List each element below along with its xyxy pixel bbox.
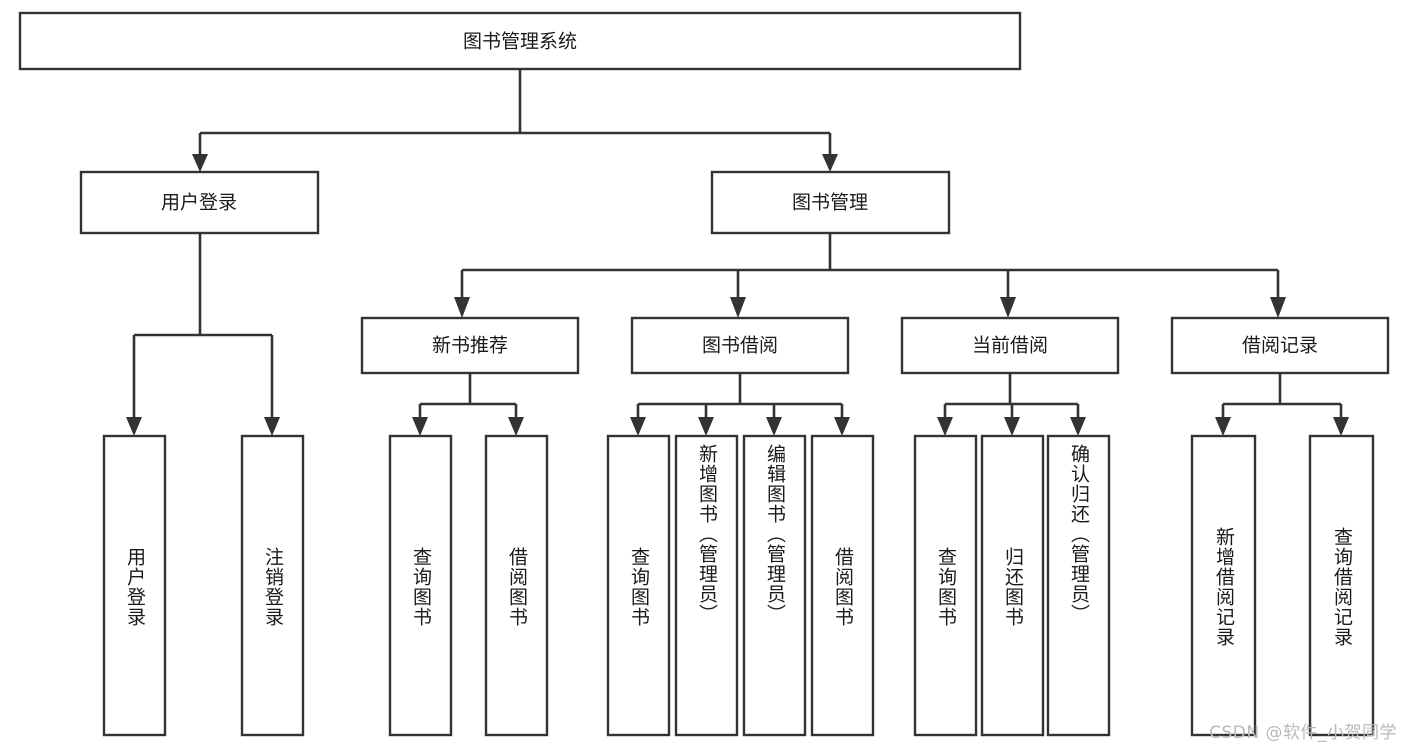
node-current-borrow[interactable]: [900, 316, 1120, 375]
node-new-book-recommend[interactable]: [360, 316, 580, 375]
nodes-group: 图书管理系统 用户登录 图书管理 新书推荐 图书借阅 当前借阅 借阅记录: [18, 11, 1390, 737]
arrow-nbr-l2: [508, 417, 524, 436]
node-leaf-new-book-0-label: 查询图书: [410, 547, 432, 627]
node-leaf-new-book-1-label: 借阅图书: [506, 547, 528, 627]
node-leaf-book-borrow-1-label: 新增图书（管理员）: [696, 444, 718, 624]
node-book-borrow-label: 图书借阅: [702, 335, 778, 357]
node-leaf-user-login-0[interactable]: [102, 434, 167, 737]
node-leaf-book-borrow-1[interactable]: [674, 434, 739, 737]
node-leaf-new-book-0[interactable]: [388, 434, 453, 737]
node-leaf-book-borrow-0[interactable]: [606, 434, 671, 737]
arrow-bm-c2: [730, 297, 746, 318]
leaf-label-fo-user-login-1: 注销登录: [262, 547, 284, 627]
arrow-login-l2: [264, 417, 280, 436]
node-current-borrow-label: 当前借阅: [972, 335, 1048, 357]
leaf-label-fo-borrow-record-0: 新增借阅记录: [1213, 527, 1235, 647]
node-borrow-record[interactable]: [1170, 316, 1390, 375]
node-leaf-user-login-0-label: 用户登录: [124, 547, 146, 627]
node-leaf-user-login-1-label: 注销登录: [262, 547, 284, 627]
node-leaf-book-borrow-3-label: 借阅图书: [832, 547, 854, 627]
arrow-nbr-l1: [412, 417, 428, 436]
node-borrow-record-label: 借阅记录: [1242, 335, 1318, 357]
node-leaf-borrow-record-0-label: 新增借阅记录: [1213, 527, 1235, 647]
arrow-bb-l4: [834, 417, 850, 436]
arrow-bm-c4: [1270, 297, 1286, 318]
arrow-br-l2: [1333, 417, 1349, 436]
leaf-label-fo-user-login-0: 用户登录: [124, 547, 146, 627]
node-root-system-label: 图书管理系统: [463, 31, 577, 53]
leaf-labels-group: 用户登录 注销登录 查询图书 借阅图书 查询图书: [124, 444, 1353, 647]
arrow-cb-l2: [1004, 417, 1020, 436]
arrow-bb-l2: [698, 417, 714, 436]
node-user-login[interactable]: [79, 170, 320, 235]
leaf-label-fo-book-borrow-0: 查询图书: [628, 547, 650, 627]
arrow-bb-l1: [630, 417, 646, 436]
arrow-bm-c1: [454, 297, 470, 318]
node-leaf-borrow-record-1-label: 查询借阅记录: [1331, 527, 1353, 647]
arrow-login-l1: [126, 417, 142, 436]
node-leaf-current-borrow-0-label: 查询图书: [935, 547, 957, 627]
leaf-label-fo-current-borrow-1: 归还图书: [1002, 547, 1024, 627]
arrow-bb-l3: [766, 417, 782, 436]
arrow-bm-c3: [1000, 297, 1016, 318]
node-leaf-borrow-record-0[interactable]: [1190, 434, 1257, 737]
node-user-login-label: 用户登录: [161, 192, 237, 214]
arrow-cb-l3: [1070, 417, 1086, 436]
node-leaf-current-borrow-2-label: 确认归还（管理员）: [1068, 444, 1090, 624]
node-leaf-current-borrow-0[interactable]: [913, 434, 978, 737]
arrow-br-l1: [1215, 417, 1231, 436]
leaf-label-fo-book-borrow-1: 新增图书（管理员）: [696, 444, 718, 624]
node-leaf-new-book-1[interactable]: [484, 434, 549, 737]
node-leaf-user-login-1[interactable]: [240, 434, 305, 737]
arrow-root-to-login: [192, 154, 208, 172]
leaf-label-fo-borrow-record-1: 查询借阅记录: [1331, 527, 1353, 647]
leaf-label-fo-new-book-1: 借阅图书: [506, 547, 528, 627]
node-new-book-recommend-label: 新书推荐: [432, 335, 508, 357]
node-leaf-current-borrow-2[interactable]: [1046, 434, 1111, 737]
node-book-borrow[interactable]: [630, 316, 850, 375]
node-leaf-borrow-record-1[interactable]: [1308, 434, 1375, 737]
node-leaf-book-borrow-0-label: 查询图书: [628, 547, 650, 627]
node-leaf-book-borrow-2-label: 编辑图书（管理员）: [764, 444, 786, 624]
leaf-label-fo-current-borrow-2: 确认归还（管理员）: [1068, 444, 1090, 624]
leaf-label-fo-current-borrow-0: 查询图书: [935, 547, 957, 627]
arrow-cb-l1: [937, 417, 953, 436]
arrow-root-to-bookmgmt: [822, 154, 838, 172]
leaf-label-fo-book-borrow-2: 编辑图书（管理员）: [764, 444, 786, 624]
node-root-system[interactable]: [18, 11, 1022, 71]
node-leaf-book-borrow-3[interactable]: [810, 434, 875, 737]
node-leaf-book-borrow-2[interactable]: [742, 434, 807, 737]
node-book-management-label: 图书管理: [792, 192, 868, 214]
connectors-group: [126, 69, 1349, 436]
leaf-label-fo-new-book-0: 查询图书: [410, 547, 432, 627]
node-leaf-current-borrow-1[interactable]: [980, 434, 1045, 737]
leaf-label-fo-book-borrow-3: 借阅图书: [832, 547, 854, 627]
node-book-management[interactable]: [710, 170, 951, 235]
node-leaf-current-borrow-1-label: 归还图书: [1002, 547, 1024, 627]
